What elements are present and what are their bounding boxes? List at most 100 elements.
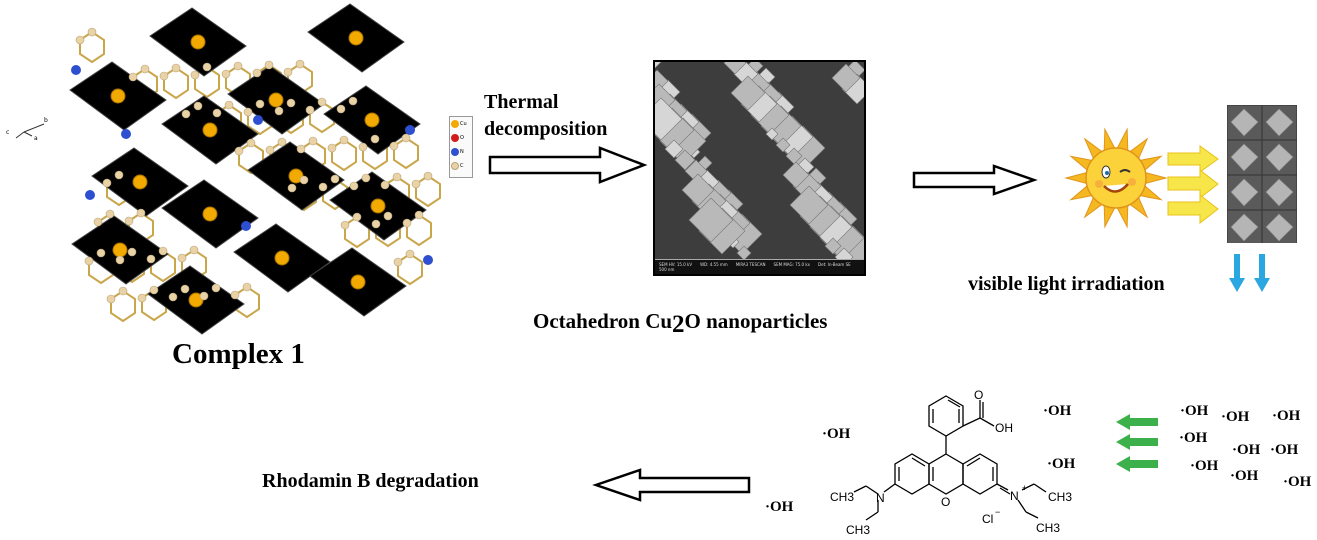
n-atom	[253, 115, 263, 125]
c-atom	[327, 143, 337, 153]
c-atom	[305, 105, 315, 115]
hydroxyl-radical-label: ·OH	[1043, 403, 1072, 419]
c-atom	[177, 253, 187, 263]
c-atom	[105, 209, 115, 219]
c-atom	[233, 61, 243, 71]
visible-light-label: visible light irradiation	[968, 273, 1165, 295]
c-atom	[140, 64, 150, 74]
c-atom	[402, 218, 412, 228]
octahedron-particle	[730, 75, 766, 111]
octahedron-particle	[1230, 213, 1259, 242]
arrow-left-icon	[592, 468, 751, 502]
ring-o-label: O	[941, 495, 950, 509]
n-atom	[241, 221, 251, 231]
n-atom	[423, 255, 433, 265]
octahedron-particle	[681, 173, 715, 207]
c-atom	[84, 256, 94, 266]
complex-label: Complex 1	[172, 338, 305, 370]
ch3-label: CH3	[1036, 521, 1060, 535]
c-atom	[358, 142, 368, 152]
octahedron-prefix: Octahedron Cu	[533, 309, 673, 333]
rhodamine-b-structure: O OH O N N + CH3 CH3 CH3 CH3 Cl −	[830, 388, 1072, 537]
green-arrow	[1116, 456, 1158, 472]
cu-atom	[202, 122, 218, 138]
cu-atom	[132, 174, 148, 190]
octahedron-particle	[765, 127, 779, 141]
hydroxyl-radical-label: ·OH	[1270, 442, 1299, 458]
c-atom	[265, 145, 275, 155]
sem-crystals	[655, 62, 864, 273]
ch3-label: CH3	[846, 523, 870, 537]
n-atom	[71, 65, 81, 75]
octahedron-particle	[824, 237, 842, 255]
catalyst-sem-texture	[1227, 105, 1297, 243]
cu-atom	[348, 30, 364, 46]
c-atom-icon	[451, 162, 459, 170]
c-atom	[308, 136, 318, 146]
legend-label: C	[460, 163, 464, 169]
down-arrow	[1229, 254, 1245, 292]
n-atom	[405, 125, 415, 135]
c-atom	[336, 104, 346, 114]
c-atom	[230, 290, 240, 300]
sem-info-bar: SEM HV: 15.0 kV WD: 4.55 mm MIRA3 TESCAN…	[655, 259, 864, 274]
c-atom	[423, 171, 433, 181]
octahedron-particle	[674, 149, 696, 171]
linker-bond	[163, 66, 189, 100]
c-atom	[202, 62, 212, 72]
cu-atom	[350, 274, 366, 290]
legend-label: O	[460, 135, 464, 141]
octahedron-particle	[775, 137, 791, 153]
c-atom	[414, 210, 424, 220]
octahedron-particle	[688, 197, 734, 243]
c-atom	[348, 96, 358, 106]
octahedron-particle	[1230, 108, 1259, 137]
light-arrow	[1167, 168, 1219, 200]
c-atom	[224, 100, 234, 110]
c-atom	[137, 293, 147, 303]
legend-item-cu: Cu	[450, 117, 472, 131]
c-atom	[340, 220, 350, 230]
sun-ray	[1064, 171, 1087, 185]
octahedron-particle	[723, 62, 747, 75]
c-atom	[277, 137, 287, 147]
octahedron-particle	[831, 63, 861, 93]
rhodamine-degradation-label: Rhodamin B degradation	[262, 470, 479, 492]
c-atom	[181, 109, 191, 119]
cu-atom	[268, 92, 284, 108]
hydroxyl-radical-label: ·OH	[1272, 408, 1301, 424]
c-atom	[393, 257, 403, 267]
octahedron-particle	[1230, 178, 1259, 207]
octahedron-particle	[1265, 213, 1294, 242]
c-atom	[349, 181, 359, 191]
c-atom	[383, 211, 393, 221]
c-atom	[242, 282, 252, 292]
c-atom	[352, 212, 362, 222]
acid-oh-label: OH	[995, 421, 1013, 435]
chloride-minus: −	[995, 507, 1000, 517]
thermal-label-line1: Thermal	[484, 91, 559, 113]
hydroxyl-radical-label: ·OH	[1232, 442, 1261, 458]
c-atom	[370, 134, 380, 144]
hydroxyl-radical-label: ·OH	[1047, 456, 1076, 472]
sun-icon	[1064, 127, 1168, 229]
linker-bond	[110, 289, 136, 323]
light-arrow	[1167, 193, 1219, 225]
c-atom	[114, 170, 124, 180]
linker-bond	[397, 252, 423, 286]
legend-item-c: C	[450, 159, 472, 173]
green-arrows-icon	[1116, 414, 1158, 472]
octahedron-label: Octahedron Cu2O nanoparticles	[533, 307, 827, 338]
c-atom	[371, 219, 381, 229]
c-atom	[287, 183, 297, 193]
hydroxyl-radical-label: ·OH	[1179, 430, 1208, 446]
c-atom	[317, 97, 327, 107]
c-atom	[93, 217, 103, 227]
c-atom	[411, 179, 421, 189]
c-atom	[401, 133, 411, 143]
axis-label-b: b	[44, 117, 48, 124]
cu-atom	[112, 242, 128, 258]
thermal-label-line2: decomposition	[484, 118, 608, 140]
c-atom	[128, 72, 138, 82]
cu-atom	[202, 206, 218, 222]
